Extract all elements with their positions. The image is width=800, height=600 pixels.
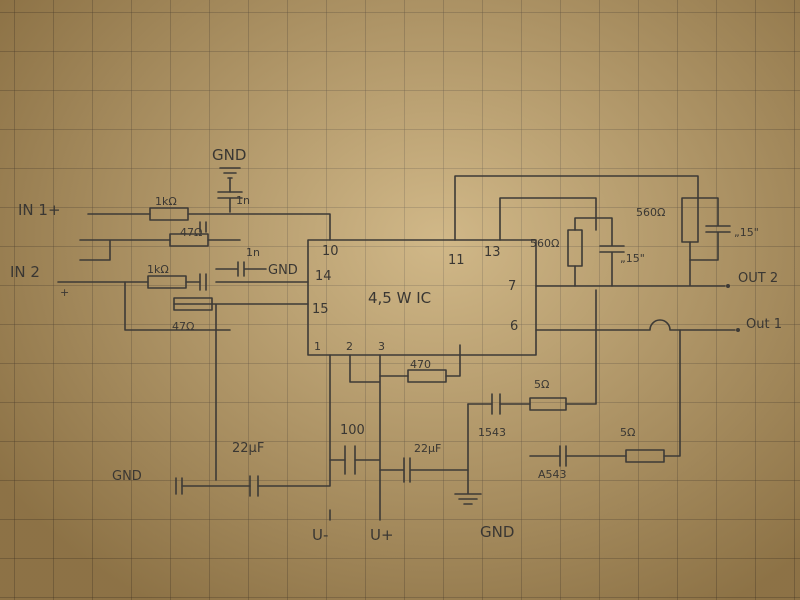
r-in1-b-label: 47Ω: [180, 226, 202, 239]
r-fb1-wire: [689, 197, 731, 261]
c-1543a-label: 1543: [478, 426, 506, 439]
gnd-bottom-symbol: [454, 469, 482, 505]
r-470: [407, 369, 447, 383]
r-out2: [529, 397, 567, 411]
pin13-feedback-wire: [499, 197, 597, 241]
in1-wire: [87, 213, 331, 241]
out2-wire: [535, 259, 726, 287]
in2-sign: +: [60, 286, 69, 299]
gnd-bottom-label: GND: [480, 523, 514, 541]
zobel2-wire: [529, 329, 681, 457]
pin-1: 1: [314, 340, 321, 353]
c-1543a-symbol: [491, 393, 501, 415]
pin15-wire: [211, 303, 309, 481]
r-in2: [147, 275, 187, 289]
r-out2-label: 5Ω: [534, 378, 549, 391]
r-470-label: 470: [410, 358, 431, 371]
in1-return-wire: [79, 239, 241, 261]
gnd-mid-label: GND: [268, 263, 298, 278]
pin-11: 11: [448, 253, 465, 268]
c-22-mid-label: 22μF: [414, 442, 441, 455]
zobel1-wire: [467, 289, 597, 405]
r-470-wire: [379, 344, 461, 377]
c-22-left-symbol: [249, 475, 259, 497]
gnd-left-symbol: [175, 477, 183, 495]
c-1n-b-label: 1n: [246, 246, 260, 259]
pin-2: 2: [346, 340, 353, 353]
r-fb1-label: 560Ω: [636, 206, 665, 219]
r-out1: [625, 449, 665, 463]
r-fb1: [681, 197, 699, 243]
pin-15: 15: [312, 302, 329, 317]
c-gnd-top-symbol: [217, 191, 243, 213]
r-in1-label: 1kΩ: [155, 195, 177, 208]
r-in2-b-label: 47Ω: [172, 320, 194, 333]
pin-10: 10: [322, 244, 339, 259]
out1-label: Out 1: [746, 317, 782, 332]
bottom-left-wire: [181, 354, 331, 487]
out2-label: OUT 2: [738, 271, 778, 286]
ic-label: 4,5 W IC: [368, 289, 431, 307]
gnd-top-label: GND: [212, 146, 246, 164]
out1-wire: [535, 319, 736, 331]
u-minus-label: U-: [312, 526, 328, 544]
r-out1-label: 5Ω: [620, 426, 635, 439]
pin-14: 14: [315, 269, 332, 284]
c-1543b-label: A543: [538, 468, 567, 481]
pin11-feedback-wire: [454, 175, 699, 241]
ic-body: [307, 239, 537, 356]
in2-label: IN 2: [10, 263, 40, 281]
c-22-mid-symbol: [379, 403, 469, 483]
in1-label: IN 1+: [18, 201, 61, 219]
c-1543b-symbol: [559, 445, 567, 467]
pin-13: 13: [484, 245, 501, 260]
c-1n-b-symbol: [215, 261, 267, 277]
c-in2-symbol: [199, 273, 207, 291]
r-fb2-wire: [574, 217, 625, 287]
c-fb2-label: „15": [620, 252, 645, 265]
pin-6: 6: [510, 319, 518, 334]
c-100-label: 100: [340, 423, 365, 438]
r-fb2: [567, 229, 583, 267]
c-22-left-label: 22μF: [232, 441, 264, 456]
in2-return-wire: [124, 281, 231, 331]
pin-7: 7: [508, 279, 516, 294]
r-in1: [149, 207, 189, 221]
out1-terminal: [736, 328, 740, 332]
r-fb2-label: 560Ω: [530, 237, 559, 250]
gnd-top-symbol: [219, 167, 241, 179]
out2-terminal: [726, 284, 730, 288]
gnd-left-label: GND: [112, 469, 142, 484]
u-plus-label: U+: [370, 526, 394, 544]
c-fb1-label: „15": [734, 226, 759, 239]
r-in1-b: [169, 233, 209, 247]
c-gnd-top-label: 1n: [236, 194, 250, 207]
c-100-symbol: [344, 445, 356, 475]
pin-3: 3: [378, 340, 385, 353]
supply-wires: [329, 354, 381, 521]
c-in1-symbol: [199, 221, 207, 233]
r-in2-label: 1kΩ: [147, 263, 169, 276]
